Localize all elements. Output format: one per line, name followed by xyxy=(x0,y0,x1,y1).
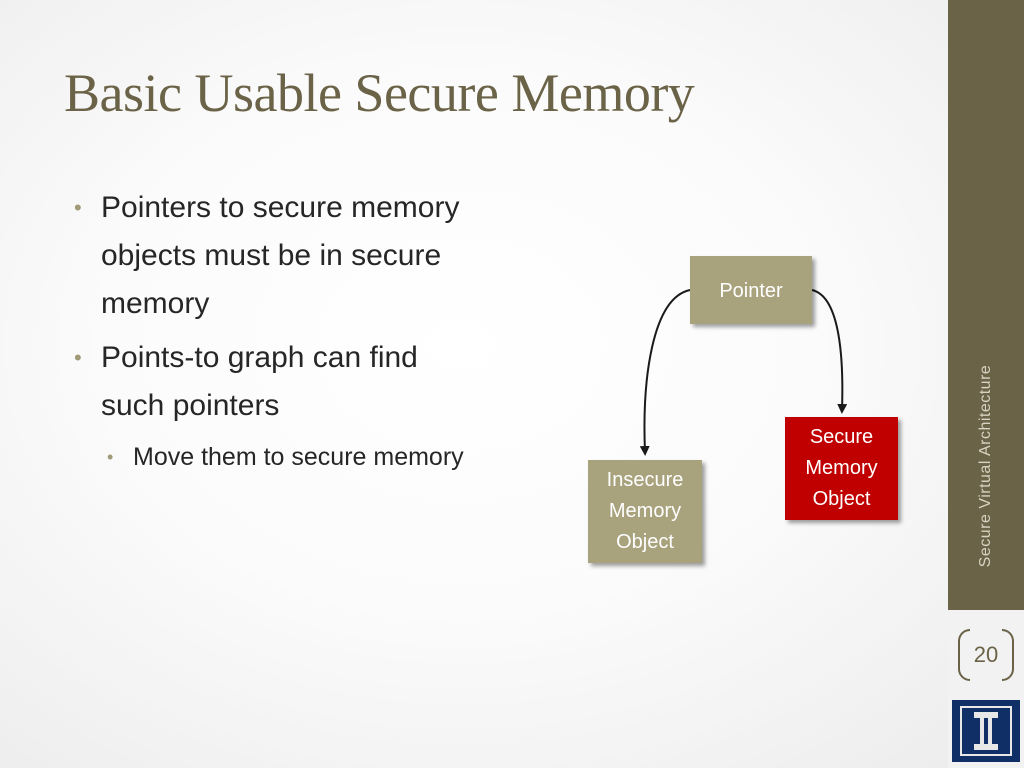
page-number: 20 xyxy=(958,629,1014,681)
arrow-to-insecure xyxy=(639,289,691,456)
bullet-item: • Points-to graph can find such pointers xyxy=(74,334,474,430)
logo-frame xyxy=(960,706,1012,756)
arrow-to-secure xyxy=(811,289,848,414)
bullet-item: • Pointers to secure memory objects must… xyxy=(74,184,474,328)
bullet-dot-icon: • xyxy=(74,345,82,370)
pointer-box: Pointer xyxy=(690,256,812,324)
column-icon xyxy=(974,712,998,750)
sidebar xyxy=(948,0,1024,610)
secure-label: Secure Memory Object xyxy=(805,426,878,510)
sidebar-vertical-title: Secure Virtual Architecture xyxy=(977,364,994,568)
pointer-label: Pointer xyxy=(719,280,783,302)
insecure-label: Insecure Memory Object xyxy=(606,469,684,553)
university-logo xyxy=(952,700,1020,762)
bullet-text: Pointers to secure memory objects must b… xyxy=(101,191,460,320)
bullet-dot-icon: • xyxy=(74,195,82,220)
secure-memory-object-box: Secure Memory Object xyxy=(785,417,898,520)
bullet-list: • Pointers to secure memory objects must… xyxy=(74,184,474,478)
bullet-text: Points-to graph can find such pointers xyxy=(101,341,418,422)
bullet-dot-icon: • xyxy=(107,447,114,467)
sub-bullet-item: • Move them to secure memory xyxy=(107,436,474,478)
slide-title: Basic Usable Secure Memory xyxy=(64,63,695,123)
insecure-memory-object-box: Insecure Memory Object xyxy=(588,460,702,563)
sub-bullet-text: Move them to secure memory xyxy=(133,443,464,471)
